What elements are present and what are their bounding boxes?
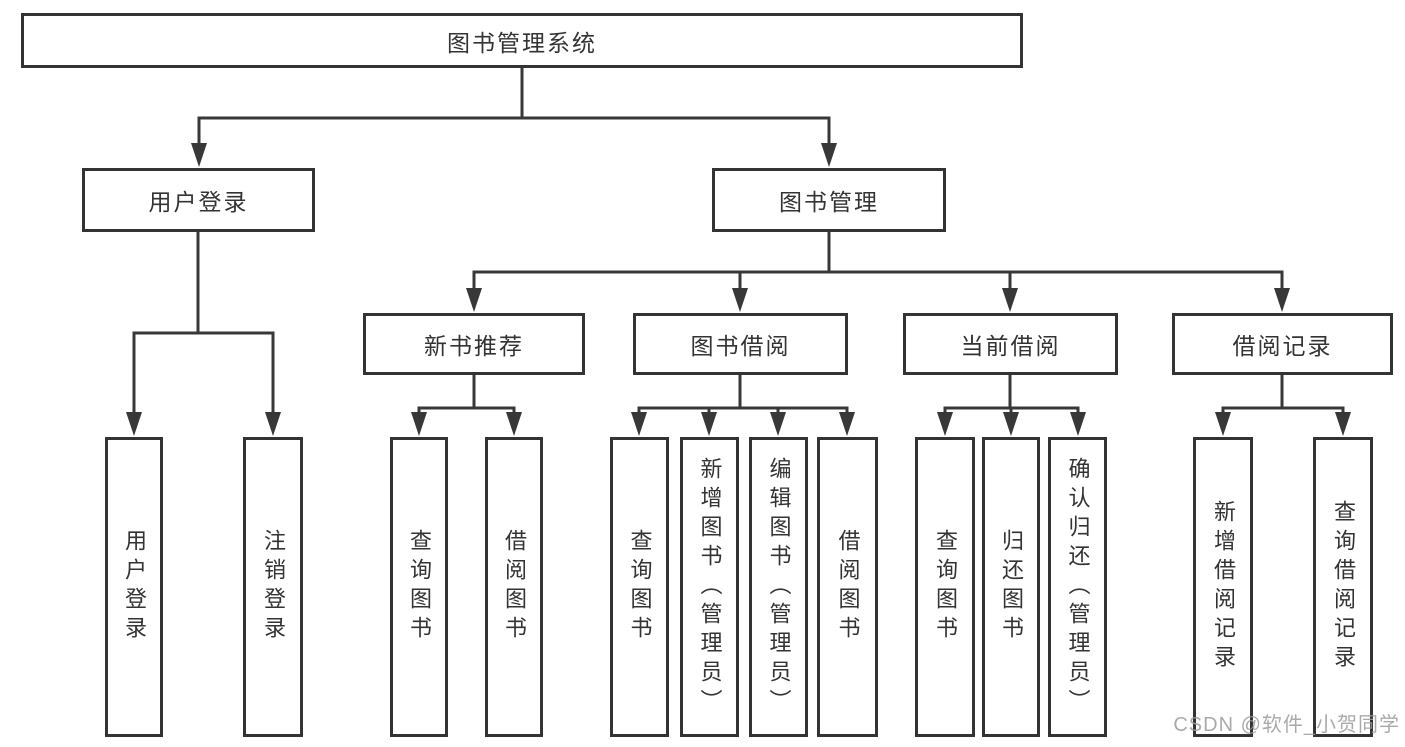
node-label: 注销登录 — [261, 529, 286, 645]
node-label: 归还图书 — [999, 529, 1024, 645]
node-label: 借阅图书 — [502, 529, 527, 645]
node-current-borrowing: 当前借阅 — [903, 313, 1118, 375]
node-new-book-recommend: 新书推荐 — [363, 313, 585, 375]
node-label: 查询借阅记录 — [1331, 500, 1356, 674]
node-label: 编辑图书（管理员） — [766, 456, 792, 718]
leaf-query-books-borrowing: 查询图书 — [610, 437, 669, 737]
node-label: 用户登录 — [148, 189, 249, 215]
node-label: 用户登录 — [122, 529, 147, 645]
leaf-add-borrow-record: 新增借阅记录 — [1193, 437, 1253, 737]
node-user-login: 用户登录 — [82, 168, 315, 232]
node-label: 查询图书 — [933, 529, 958, 645]
node-label: 新书推荐 — [424, 333, 524, 359]
leaf-return-books: 归还图书 — [982, 437, 1040, 737]
node-label: 当前借阅 — [960, 333, 1061, 359]
node-label: 新增借阅记录 — [1211, 500, 1236, 674]
node-label: 图书管理 — [779, 189, 879, 215]
node-label: 确认归还（管理员） — [1065, 456, 1091, 718]
node-label: 借阅图书 — [835, 529, 861, 645]
node-label: 查询图书 — [407, 529, 432, 645]
leaf-user-login: 用户登录 — [105, 437, 163, 737]
node-label: 新增图书（管理员） — [697, 456, 723, 718]
node-label: 图书借阅 — [690, 333, 791, 359]
csdn-watermark: CSDN @软件_小贺同学 — [1173, 714, 1400, 736]
leaf-confirm-return-admin: 确认归还（管理员） — [1048, 437, 1107, 737]
leaf-logout: 注销登录 — [243, 437, 303, 737]
leaf-add-books-admin: 新增图书（管理员） — [680, 437, 739, 737]
leaf-edit-books-admin: 编辑图书（管理员） — [749, 437, 808, 737]
node-book-borrowing: 图书借阅 — [633, 313, 848, 375]
node-label: 查询图书 — [627, 529, 653, 645]
leaf-query-books-current: 查询图书 — [915, 437, 975, 737]
node-root-library-management-system: 图书管理系统 — [21, 13, 1023, 68]
node-label: 图书管理系统 — [447, 29, 597, 56]
node-borrow-records: 借阅记录 — [1172, 313, 1393, 375]
node-label: 借阅记录 — [1232, 333, 1333, 359]
leaf-borrow-books-recommend: 借阅图书 — [485, 437, 543, 737]
node-book-management: 图书管理 — [712, 168, 946, 232]
leaf-query-books-recommend: 查询图书 — [390, 437, 448, 737]
leaf-query-borrow-record: 查询借阅记录 — [1313, 437, 1373, 737]
leaf-borrow-books: 借阅图书 — [817, 437, 878, 737]
arrowhead-icons — [126, 143, 1351, 436]
